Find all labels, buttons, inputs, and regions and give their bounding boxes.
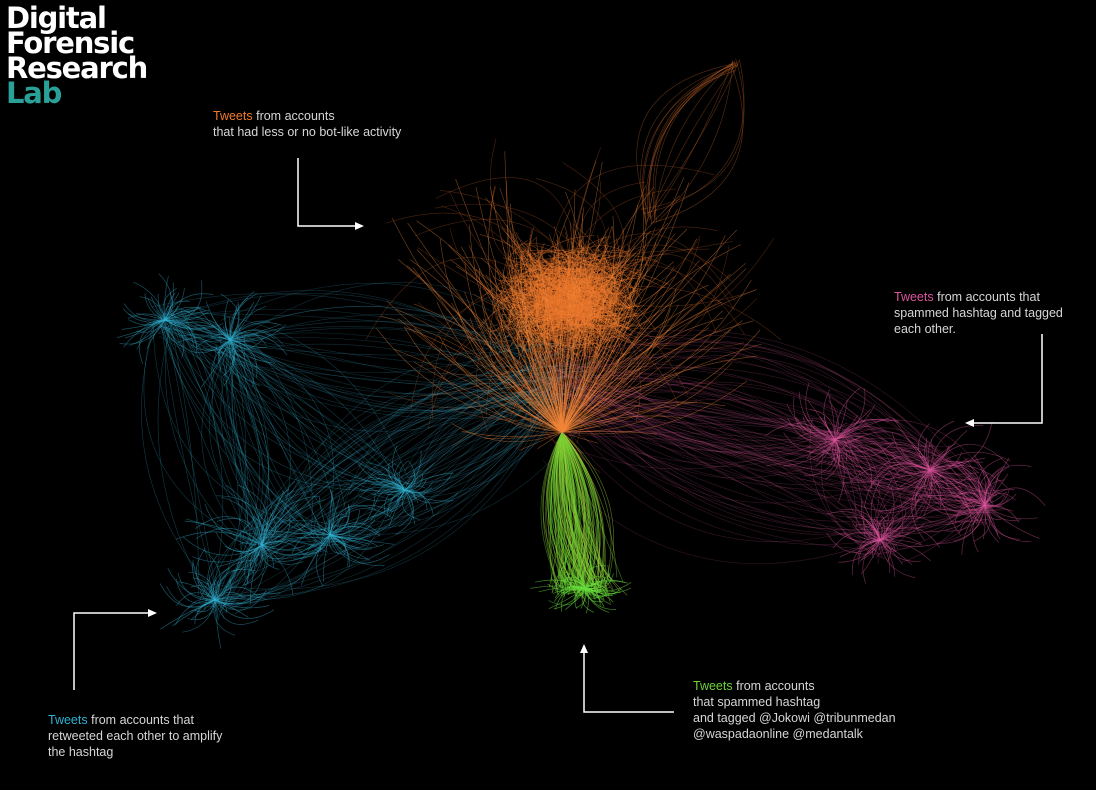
green-annotation-line2: that spammed hashtag <box>693 695 821 709</box>
logo-line-lab: Lab <box>6 76 62 110</box>
cyan-annotation-line1: from accounts that <box>91 713 194 727</box>
cyan-annotation-line3: the hashtag <box>48 745 114 759</box>
pink-tweets-keyword: Tweets <box>894 290 934 304</box>
pink-annotation-line2: spammed hashtag and tagged <box>894 306 1063 320</box>
pink-cluster-annotation: Tweets from accounts that spammed hashta… <box>894 289 1063 337</box>
orange-tweets-keyword: Tweets <box>213 109 253 123</box>
orange-annotation-line1: from accounts <box>256 109 335 123</box>
logo-line-research: Research <box>6 51 148 85</box>
dfrlab-logo: Digital Forensic Research Lab <box>6 1 148 110</box>
green-cluster-annotation: Tweets from accounts that spammed hashta… <box>693 678 896 742</box>
green-annotation-line3: and tagged @Jokowi @tribunmedan <box>693 711 896 725</box>
cyan-cluster-edges <box>117 273 459 649</box>
green-cluster-edges <box>530 431 632 614</box>
green-annotation-line4: @waspadaonline @medantalk <box>693 727 863 741</box>
orange-annotation-line2: that had less or no bot-like activity <box>213 125 402 139</box>
logo-line-digital: Digital <box>6 1 107 35</box>
green-annotation-line1: from accounts <box>736 679 815 693</box>
logo-line-forensic: Forensic <box>6 26 135 60</box>
pink-annotation-line1: from accounts that <box>937 290 1040 304</box>
cyan-annotation-line2: retweeted each other to amplify <box>48 729 223 743</box>
cross-cluster-links <box>151 282 1006 618</box>
cyan-tweets-keyword: Tweets <box>48 713 88 727</box>
pink-annotation-line3: each other. <box>894 322 956 336</box>
orange-cluster-edges <box>365 58 782 473</box>
orange-cluster-annotation: Tweets from accounts that had less or no… <box>213 108 401 140</box>
pink-cluster-edges <box>765 382 1046 584</box>
green-tweets-keyword: Tweets <box>693 679 733 693</box>
cyan-cluster-annotation: Tweets from accounts that retweeted each… <box>48 712 222 760</box>
